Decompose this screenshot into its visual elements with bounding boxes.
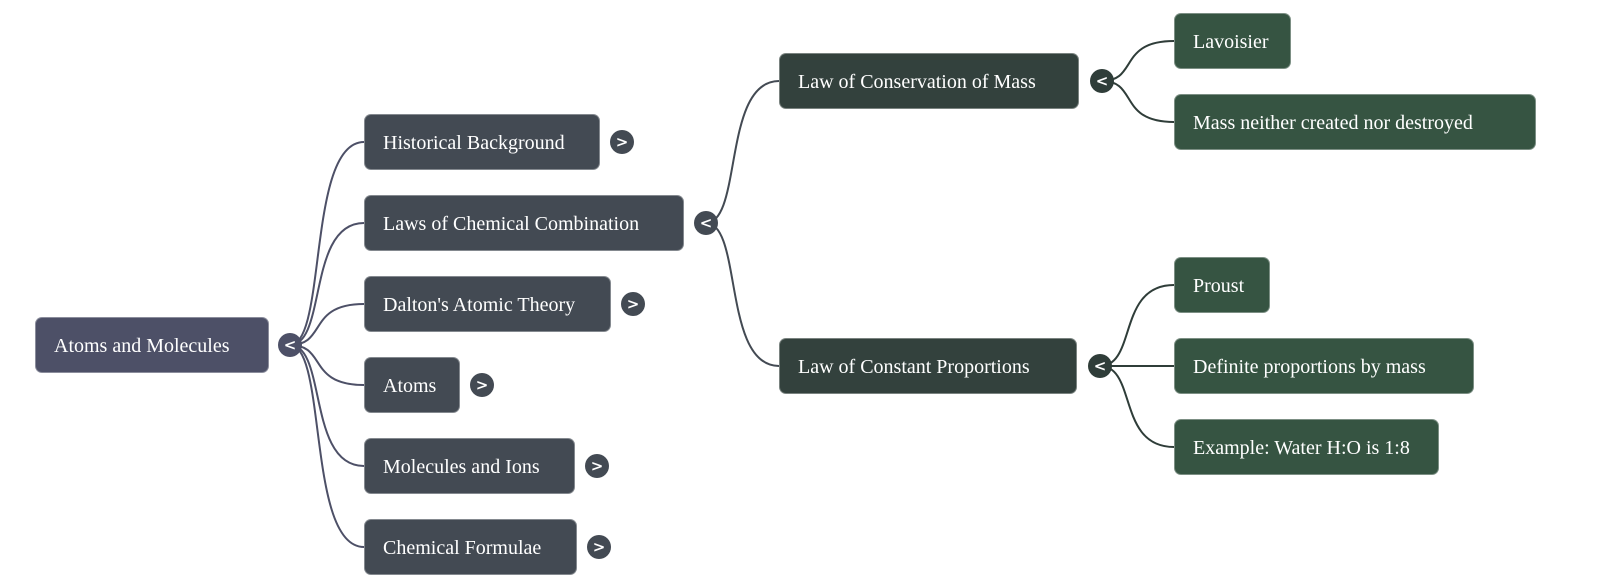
leaf-mass-neither-created-nor-destroyed[interactable]: Mass neither created nor destroyed	[1174, 94, 1536, 150]
topic-laws-of-chemical-combination[interactable]: Laws of Chemical Combination	[364, 195, 684, 251]
root-node[interactable]: Atoms and Molecules	[35, 317, 269, 373]
expand-toggle-daltons-atomic-theory[interactable]: >	[621, 292, 645, 316]
edge-conservation-to-mass	[1101, 80, 1175, 123]
topic-atoms[interactable]: Atoms	[364, 357, 460, 413]
expand-toggle-chemical-formulae[interactable]: >	[587, 535, 611, 559]
collapse-toggle-constant-proportions[interactable]: <	[1088, 354, 1112, 378]
topic-historical-background[interactable]: Historical Background	[364, 114, 600, 170]
topic-chemical-formulae[interactable]: Chemical Formulae	[364, 519, 577, 575]
edge-root-to-historical-background	[289, 141, 365, 346]
collapse-toggle-conservation-of-mass[interactable]: <	[1090, 69, 1114, 93]
edge-constant-to-example	[1099, 365, 1175, 448]
law-of-constant-proportions[interactable]: Law of Constant Proportions	[779, 338, 1077, 394]
leaf-lavoisier[interactable]: Lavoisier	[1174, 13, 1291, 69]
expand-toggle-molecules-and-ions[interactable]: >	[585, 454, 609, 478]
collapse-toggle-laws-of-chemical-combination[interactable]: <	[694, 211, 718, 235]
topic-daltons-atomic-theory[interactable]: Dalton's Atomic Theory	[364, 276, 611, 332]
edge-constant-to-proust	[1099, 284, 1175, 367]
root-collapse-toggle[interactable]: <	[278, 333, 302, 357]
leaf-proust[interactable]: Proust	[1174, 257, 1270, 313]
edge-laws-to-conservation	[705, 80, 780, 224]
expand-toggle-atoms[interactable]: >	[470, 373, 494, 397]
law-of-conservation-of-mass[interactable]: Law of Conservation of Mass	[779, 53, 1079, 109]
edge-root-to-molecules-and-ions	[289, 344, 365, 467]
edge-laws-to-constant	[705, 222, 780, 367]
topic-molecules-and-ions[interactable]: Molecules and Ions	[364, 438, 575, 494]
leaf-example-water-ratio[interactable]: Example: Water H:O is 1:8	[1174, 419, 1439, 475]
expand-toggle-historical-background[interactable]: >	[610, 130, 634, 154]
leaf-definite-proportions-by-mass[interactable]: Definite proportions by mass	[1174, 338, 1474, 394]
edge-root-to-laws-of-chemical-combination	[289, 222, 365, 346]
edge-root-to-chemical-formulae	[289, 344, 365, 548]
